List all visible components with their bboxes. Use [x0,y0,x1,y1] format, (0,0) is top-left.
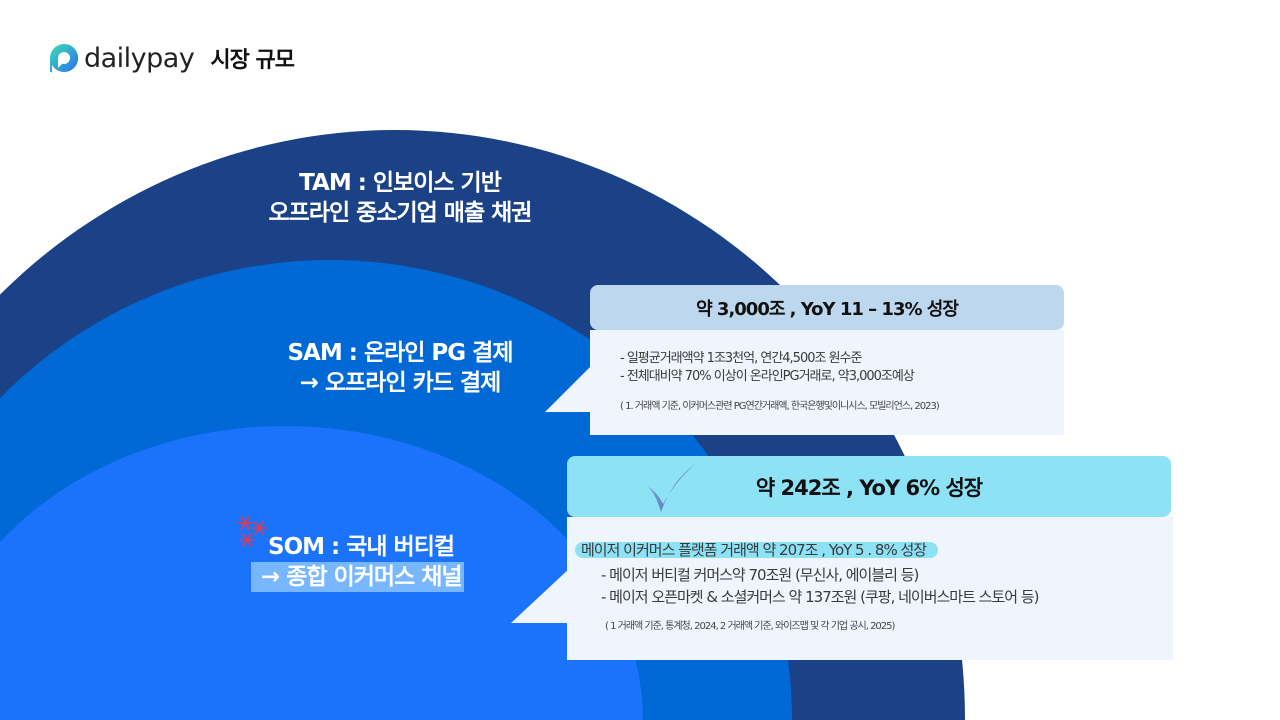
header: dailypay 시장 규모 [48,40,295,76]
tam-label-line2: 오프라인 중소기업 매출 채권 [268,200,533,226]
sam-bullet: - 전체대비약 70% 이상이 온라인PG거래로, 약3,000조예상 [620,369,915,384]
som-label-line2: → 종합 이커머스 채널 [251,562,464,592]
tam-label-line1: TAM : 인보이스 기반 [299,170,502,196]
page-title: 시장 규모 [210,48,295,73]
sam-source-note: ( 1. 거래액 기준, 이커머스관련 PG연간거래액, 한국은행및이니시스, … [620,401,940,412]
sam-label-line2: → 오프라인 카드 결제 [299,370,502,396]
tam-label: TAM : 인보이스 기반 오프라인 중소기업 매출 채권 [240,168,560,228]
som-callout-pointer [511,567,571,623]
sam-callout-headline: 약 3,000조 , YoY 11 – 13% 성장 [590,285,1064,330]
som-bullet: - 메이저 버티컬 커머스약 70조원 (무신사, 에이블리 등) [601,566,919,584]
checkmark-icon [647,464,695,512]
som-callout-headline: 약 242조 , YoY 6% 성장 [567,456,1171,517]
sam-label: SAM : 온라인 PG 결제 → 오프라인 카드 결제 [260,338,540,398]
som-label: SOM : 국내 버티컬 → 종합 이커머스 채널 [240,532,480,592]
som-bullet: - 메이저 오픈마켓 & 소셜커머스 약 137조원 (쿠팡, 네이버스마트 스… [601,588,1040,606]
sam-callout-body: - 일평균거래액약 1조3천억, 연간4,500조 원수준 - 전체대비약 70… [590,330,1064,435]
som-source-note: ( 1 거래액 기준, 통계청, 2024, 2 거래액 기준, 와이즈맵 및 … [605,621,895,632]
som-highlight-summary: 메이저 이커머스 플랫폼 거래액 약 207조 , YoY 5 . 8% 성장 [575,542,939,558]
sparkle-stars-icon [237,516,267,547]
sam-label-line1: SAM : 온라인 PG 결제 [287,340,513,366]
dailypay-logo-icon [50,43,79,72]
logo-text: dailypay [84,42,195,74]
som-label-line1: SOM : 국내 버티컬 [268,534,455,560]
sam-callout-pointer [545,362,595,412]
som-callout-body: 메이저 이커머스 플랫폼 거래액 약 207조 , YoY 5 . 8% 성장 … [567,517,1173,660]
sam-bullet: - 일평균거래액약 1조3천억, 연간4,500조 원수준 [620,351,862,366]
